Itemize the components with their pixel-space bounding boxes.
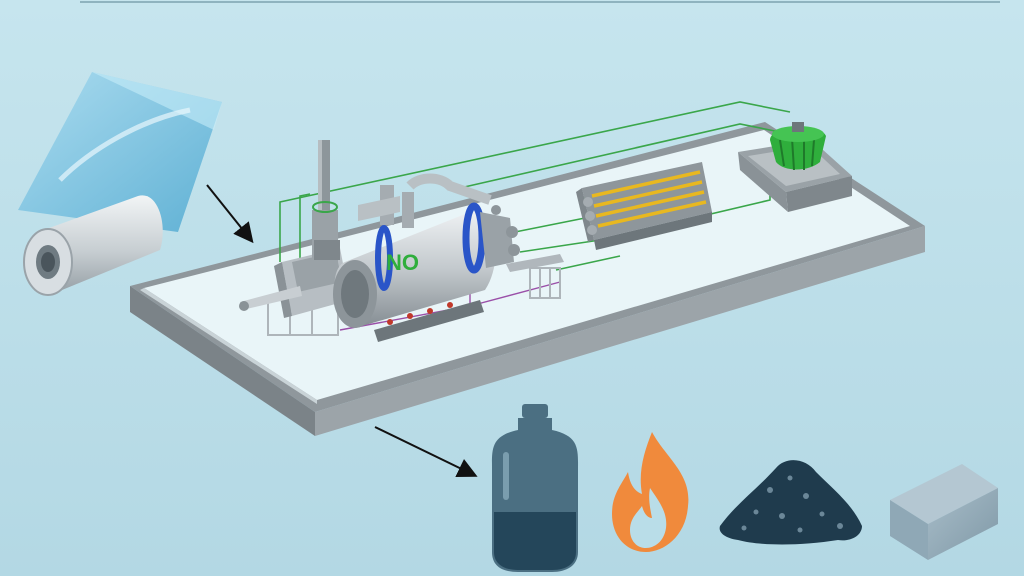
plastic-film-sheet-icon (18, 72, 222, 232)
chimney (312, 140, 340, 266)
carbon-black-pile-icon (719, 460, 862, 545)
combustible-gas-flame-icon (612, 432, 689, 552)
pyrolysis-reactor (333, 173, 520, 342)
burner-row (387, 302, 453, 325)
condenser-coils (591, 170, 707, 228)
cooling-tower (770, 122, 826, 171)
condenser-unit (576, 162, 712, 250)
svg-text:NO: NO (386, 250, 419, 275)
steel-block-icon (890, 464, 998, 560)
fuel-oil-bottle-icon (491, 404, 579, 572)
discharge-conveyor (506, 254, 564, 299)
input-arrow (206, 184, 254, 244)
plastic-film-roll-icon (23, 195, 163, 296)
output-arrow (374, 426, 478, 478)
company-logo: NO (386, 250, 419, 275)
